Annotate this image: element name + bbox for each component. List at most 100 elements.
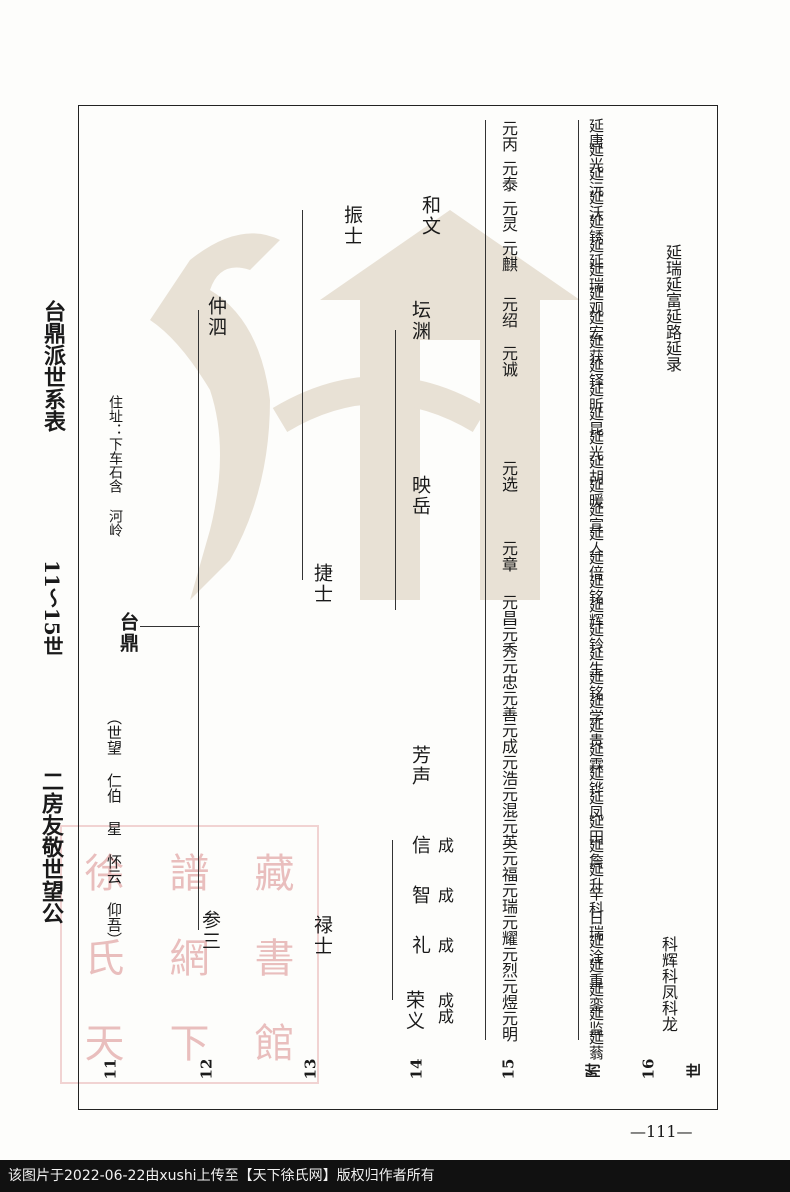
attached-name-31: 延观 xyxy=(587,286,605,316)
gen15-yuan-ying: 元英 xyxy=(499,818,518,850)
attached-name-30: 延宏 xyxy=(587,310,605,340)
section-title-center: 11～15世 xyxy=(40,560,64,656)
gen15-yuan-yao: 元耀 xyxy=(499,914,518,946)
attached-name-7: 延升 xyxy=(587,862,605,892)
gen15-yuan-zhong: 元忠 xyxy=(499,658,518,690)
gen16-ke-long: 科龙 xyxy=(659,1000,678,1032)
attached-name-3: 延重 xyxy=(587,958,605,988)
phoenix-watermark-icon xyxy=(150,210,580,601)
attached-name-6: 辛科 xyxy=(587,886,605,916)
gen15-yuan-chang: 元昌 xyxy=(499,594,518,626)
gen11-taiding: 台鼎 xyxy=(117,612,139,654)
gen14-fangsheng: 芳声 xyxy=(409,745,431,787)
attached-name-9: 延田 xyxy=(587,814,605,844)
gen14-bracket-left xyxy=(392,840,393,1000)
section-title-left: 二房友敬世望公 xyxy=(38,770,64,924)
attached-name-36: 延沅 xyxy=(587,166,605,196)
attached-name-8: 延詹 xyxy=(587,838,605,868)
gen12-cansan: 参三 xyxy=(199,910,221,952)
attached-name-29: 延获 xyxy=(587,334,605,364)
gen16-yan-rui: 延瑞 xyxy=(663,244,682,276)
attached-name-5: 日瑞 xyxy=(587,910,605,940)
gen16-ke-feng: 科凤 xyxy=(659,968,678,1000)
attached-name-28: 延铎 xyxy=(587,358,605,388)
attached-name-38: 延唐 xyxy=(587,118,605,148)
gen15-yuan-yu: 元煜 xyxy=(499,978,518,1010)
gen15-yuan-fu: 元福 xyxy=(499,850,518,882)
gen15-yuan-rui: 元瑞 xyxy=(499,882,518,914)
residence-line: 住址：下车石含 河岭 xyxy=(107,395,123,537)
gen16-ke-hui: 科辉 xyxy=(659,936,678,968)
attached-name-16: 延生 xyxy=(587,646,605,676)
gen15-yuan-qi: 元麒 xyxy=(499,240,518,272)
gen14-yingyue: 映岳 xyxy=(409,475,431,517)
attached-names-column: 延蓊延监延銮延重延淦日瑞辛科延升延詹延田延凤延铧延霖延贵延学延铭延生延铃延辉延铭… xyxy=(587,118,638,1060)
attached-name-37: 延光 xyxy=(587,142,605,172)
gen13-jieshi: 捷士 xyxy=(311,563,333,605)
gen14-li: 礼 xyxy=(409,935,431,956)
gen15-yuan-shan: 元善 xyxy=(499,690,518,722)
attached-name-17: 延铃 xyxy=(587,622,605,652)
attached-name-1: 延监 xyxy=(587,1006,605,1036)
gen15-yuan-bing: 元丙 xyxy=(499,120,518,152)
attached-name-18: 延辉 xyxy=(587,598,605,628)
attached-name-24: 延胡 xyxy=(587,454,605,484)
gen12-zhongsi: 仲泗 xyxy=(205,296,227,338)
attached-name-15: 延铭 xyxy=(587,670,605,700)
gen14-xin: 信 xyxy=(409,835,431,856)
gen-label-12: 12 xyxy=(197,1058,216,1080)
gen14-sub-2: 成 xyxy=(435,887,454,903)
upload-credit-footer: 该图片于2022-06-22由xushi上传至【天下徐氏网】版权归作者所有 xyxy=(0,1160,790,1192)
attached-name-25: 延光 xyxy=(587,430,605,460)
attached-name-20: 延倍 xyxy=(587,550,605,580)
gen15-yuan-tai: 元泰 xyxy=(499,160,518,192)
gen11-connector xyxy=(140,626,200,627)
gen16-yan-lu: 延录 xyxy=(663,340,682,372)
page-number: —111— xyxy=(630,1122,693,1141)
gen12-bracket xyxy=(198,310,199,930)
genealogy-table-frame xyxy=(78,105,718,1110)
attached-bracket xyxy=(578,120,579,1040)
attached-name-27: 延昕 xyxy=(587,382,605,412)
gen14-bracket-mid xyxy=(395,330,396,610)
attached-name-12: 延霖 xyxy=(587,742,605,772)
gen13-zhenshi: 振士 xyxy=(341,205,363,247)
attached-name-34: 延锈 xyxy=(587,214,605,244)
ancestor-line: （世望 仁伯 星 怀云 仰吾） xyxy=(105,710,123,947)
gen15-yuan-xiu: 元秀 xyxy=(499,626,518,658)
gen14-sub-0: 成成 xyxy=(435,992,454,1024)
attached-name-33: 延延 xyxy=(587,238,605,268)
gen14-tanyuan: 坛渊 xyxy=(409,300,431,342)
gen15-yuan-xuan: 元选 xyxy=(499,460,518,492)
gen-label-16: 16 xyxy=(639,1058,658,1080)
gen15-bracket xyxy=(485,120,486,1040)
collection-seal-stamp: 徐譜藏 氏網書 天下館 xyxy=(60,825,319,1084)
gen14-hewen: 和文 xyxy=(419,195,441,237)
attached-name-23: 延暖 xyxy=(587,478,605,508)
attached-name-13: 延贵 xyxy=(587,718,605,748)
attached-name-21: 延亼 xyxy=(587,526,605,556)
attached-name-32: 延瑞 xyxy=(587,262,605,292)
gen15-yuan-shao: 元绍 xyxy=(499,296,518,328)
gen16-yan-fu: 延富 xyxy=(663,276,682,308)
attached-name-11: 延铧 xyxy=(587,766,605,796)
attached-name-2: 延銮 xyxy=(587,982,605,1012)
gen-label-14: 14 xyxy=(407,1058,426,1080)
gen15-yuan-cheng2: 元诚 xyxy=(499,345,518,377)
gen15-yuan-hao: 元浩 xyxy=(499,754,518,786)
gen13-bracket xyxy=(302,210,303,580)
gen16-yan-lu2: 延路 xyxy=(663,308,682,340)
attached-name-14: 延学 xyxy=(587,694,605,724)
gen14-rongyi: 荣义 xyxy=(403,990,425,1032)
gen15-yuan-lie: 元烈 xyxy=(499,946,518,978)
gen-label-13: 13 xyxy=(301,1058,320,1080)
attached-name-22: 延宣 xyxy=(587,502,605,532)
gen14-zhi: 智 xyxy=(409,885,431,906)
gen13-lushi: 禄士 xyxy=(311,915,333,957)
gen-label-11: 11 xyxy=(101,1058,120,1080)
gen15-yuan-cheng: 元成 xyxy=(499,722,518,754)
attached-name-19: 延铭 xyxy=(587,574,605,604)
attached-name-4: 延淦 xyxy=(587,934,605,964)
attached-name-35: 延沃 xyxy=(587,190,605,220)
gen15-yuan-ming: 元明 xyxy=(499,1010,518,1042)
